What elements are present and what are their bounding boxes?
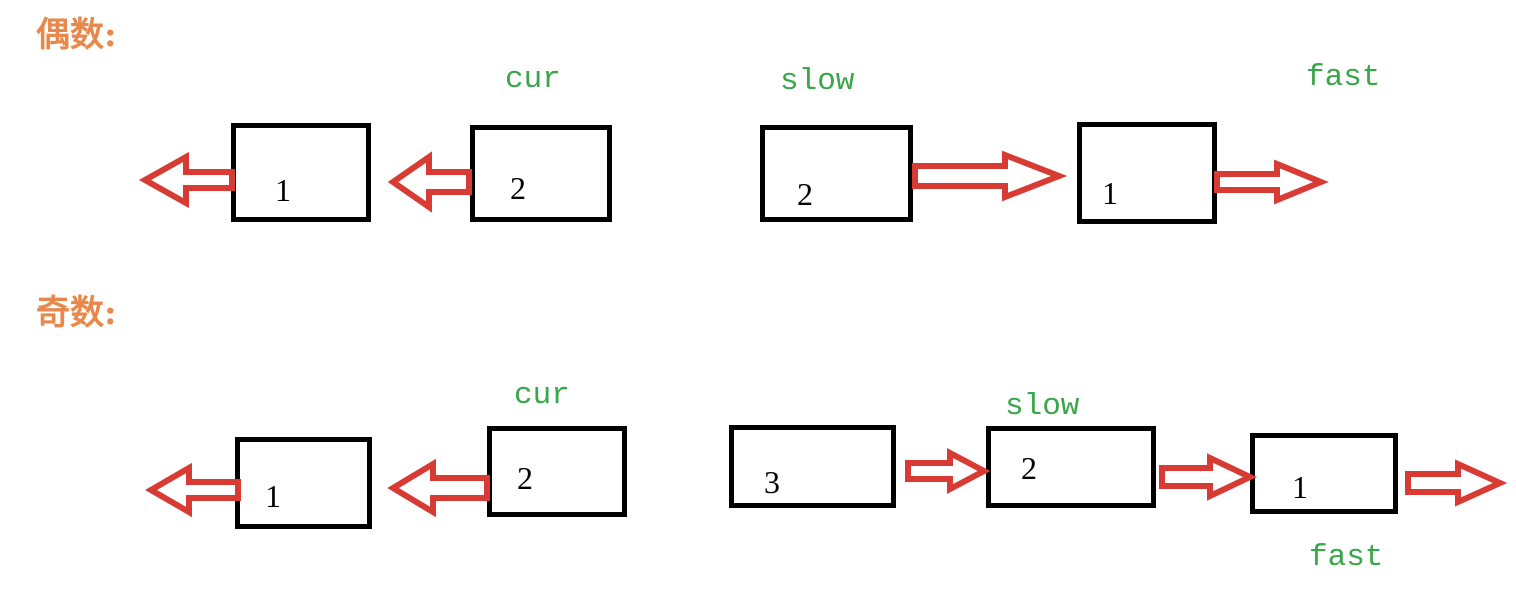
odd-arrow-1 [145, 462, 241, 518]
odd-slow-label: slow [1005, 389, 1080, 424]
odd-node-3-value: 3 [764, 464, 780, 500]
odd-cur-label: cur [514, 378, 570, 413]
odd-node-2-value: 2 [517, 460, 533, 496]
odd-node-5-value: 1 [1292, 469, 1308, 505]
odd-fast-label: fast [1309, 540, 1384, 575]
odd-node-2: 2 [487, 426, 627, 517]
even-node-4: 1 [1077, 122, 1217, 224]
odd-arrow-2 [387, 458, 490, 518]
odd-node-1: 1 [235, 437, 372, 529]
odd-node-1-value: 1 [265, 478, 281, 514]
even-slow-label: slow [780, 64, 855, 99]
even-heading: 偶数: [36, 15, 117, 55]
even-cur-label: cur [505, 62, 561, 97]
odd-heading: 奇数: [36, 293, 117, 333]
even-fast-label: fast [1306, 60, 1381, 95]
even-arrow-1 [138, 151, 235, 209]
even-node-3-value: 2 [797, 176, 813, 212]
odd-node-5: 1 [1250, 433, 1398, 514]
even-node-2-value: 2 [510, 170, 526, 206]
odd-arrow-5 [1405, 459, 1508, 507]
even-node-1-value: 1 [275, 172, 291, 208]
odd-arrow-4 [1159, 453, 1257, 501]
odd-arrow-3 [905, 448, 991, 494]
even-node-1: 1 [231, 123, 371, 222]
even-arrow-2 [387, 151, 472, 213]
odd-node-4-value: 2 [1021, 450, 1037, 486]
odd-node-4: 2 [986, 426, 1156, 508]
even-arrow-4 [1214, 159, 1329, 205]
even-node-2: 2 [470, 125, 612, 222]
even-arrow-3 [912, 150, 1068, 202]
even-node-4-value: 1 [1102, 175, 1118, 211]
even-node-3: 2 [760, 125, 913, 222]
odd-node-3: 3 [729, 425, 896, 508]
